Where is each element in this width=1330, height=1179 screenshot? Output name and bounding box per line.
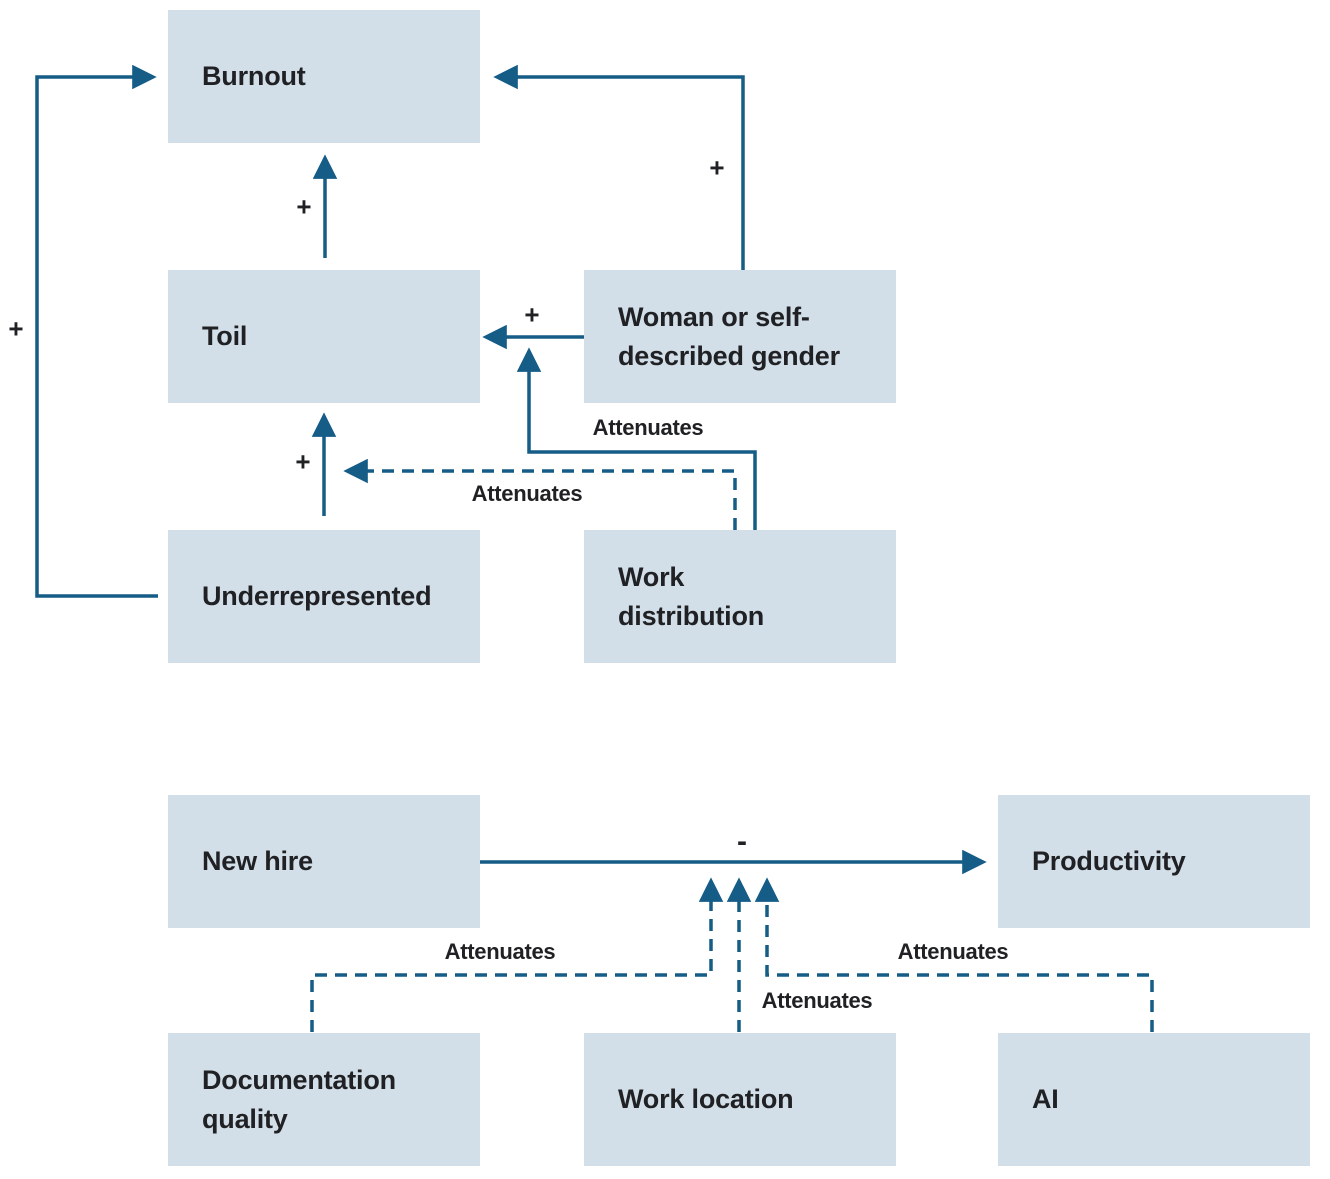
edge-label-attenuates-workdistribution-woman-toil: Attenuates <box>592 415 704 440</box>
node-ai: AI <box>998 1033 1310 1166</box>
node-work-distribution-label-line2: distribution <box>618 600 765 631</box>
edge-label-plus-underrepresented-burnout: + <box>8 313 24 344</box>
node-work-distribution-label-line1: Work <box>618 561 685 592</box>
node-toil-label: Toil <box>202 321 248 351</box>
node-woman-label-line2: described gender <box>618 340 840 371</box>
edge-underrepresented-to-burnout <box>35 64 158 598</box>
edge-label-attenuates-worklocation: Attenuates <box>761 988 873 1013</box>
node-documentation-quality-label-line1: Documentation <box>202 1064 396 1095</box>
node-toil: Toil <box>168 270 480 403</box>
edge-label-plus-toil-burnout: + <box>296 191 312 222</box>
node-woman-label-line1: Woman or self- <box>618 301 810 332</box>
edge-label-attenuates-docquality: Attenuates <box>444 939 556 964</box>
edge-label-attenuates-ai: Attenuates <box>897 939 1009 964</box>
node-documentation-quality-label-line2: quality <box>202 1103 288 1134</box>
edge-workdistribution-attenuates-woman-toil <box>516 347 757 530</box>
node-new-hire: New hire <box>168 795 480 928</box>
edge-ai-attenuates-newhire-productivity <box>754 877 1154 1032</box>
edge-label-plus-woman-toil: + <box>524 299 540 330</box>
node-burnout-label: Burnout <box>202 61 306 91</box>
node-ai-label: AI <box>1032 1084 1059 1114</box>
node-productivity: Productivity <box>998 795 1310 928</box>
node-documentation-quality: Documentation quality <box>168 1033 480 1166</box>
edge-label-plus-underrepresented-toil: + <box>295 446 311 477</box>
node-work-location-label: Work location <box>618 1084 794 1114</box>
edge-woman-to-burnout <box>493 64 745 270</box>
node-new-hire-label: New hire <box>202 846 313 876</box>
node-burnout: Burnout <box>168 10 480 143</box>
node-work-distribution: Work distribution <box>584 530 896 663</box>
node-underrepresented: Underrepresented <box>168 530 480 663</box>
edge-docquality-attenuates-newhire-productivity <box>310 877 724 1032</box>
edge-label-attenuates-workdistribution-underrepresented-toil: Attenuates <box>471 481 583 506</box>
node-productivity-label: Productivity <box>1032 846 1186 876</box>
edge-label-plus-woman-burnout: + <box>709 152 725 183</box>
node-work-location: Work location <box>584 1033 896 1166</box>
edge-label-minus-newhire-productivity: - <box>737 825 747 858</box>
node-underrepresented-label: Underrepresented <box>202 581 432 611</box>
node-woman-or-self-described-gender: Woman or self- described gender <box>584 270 896 403</box>
